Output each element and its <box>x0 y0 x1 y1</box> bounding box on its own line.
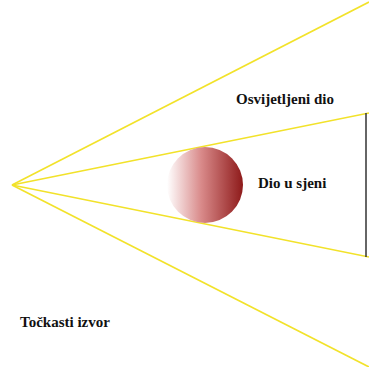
light-rays <box>12 2 369 367</box>
source-label: Točkasti izvor <box>20 313 110 331</box>
shadow-screen <box>365 113 367 257</box>
region-label: Dio u sjeni <box>258 174 326 192</box>
opaque-sphere <box>167 147 243 223</box>
region-label: Osvijetljeni dio <box>236 90 334 108</box>
